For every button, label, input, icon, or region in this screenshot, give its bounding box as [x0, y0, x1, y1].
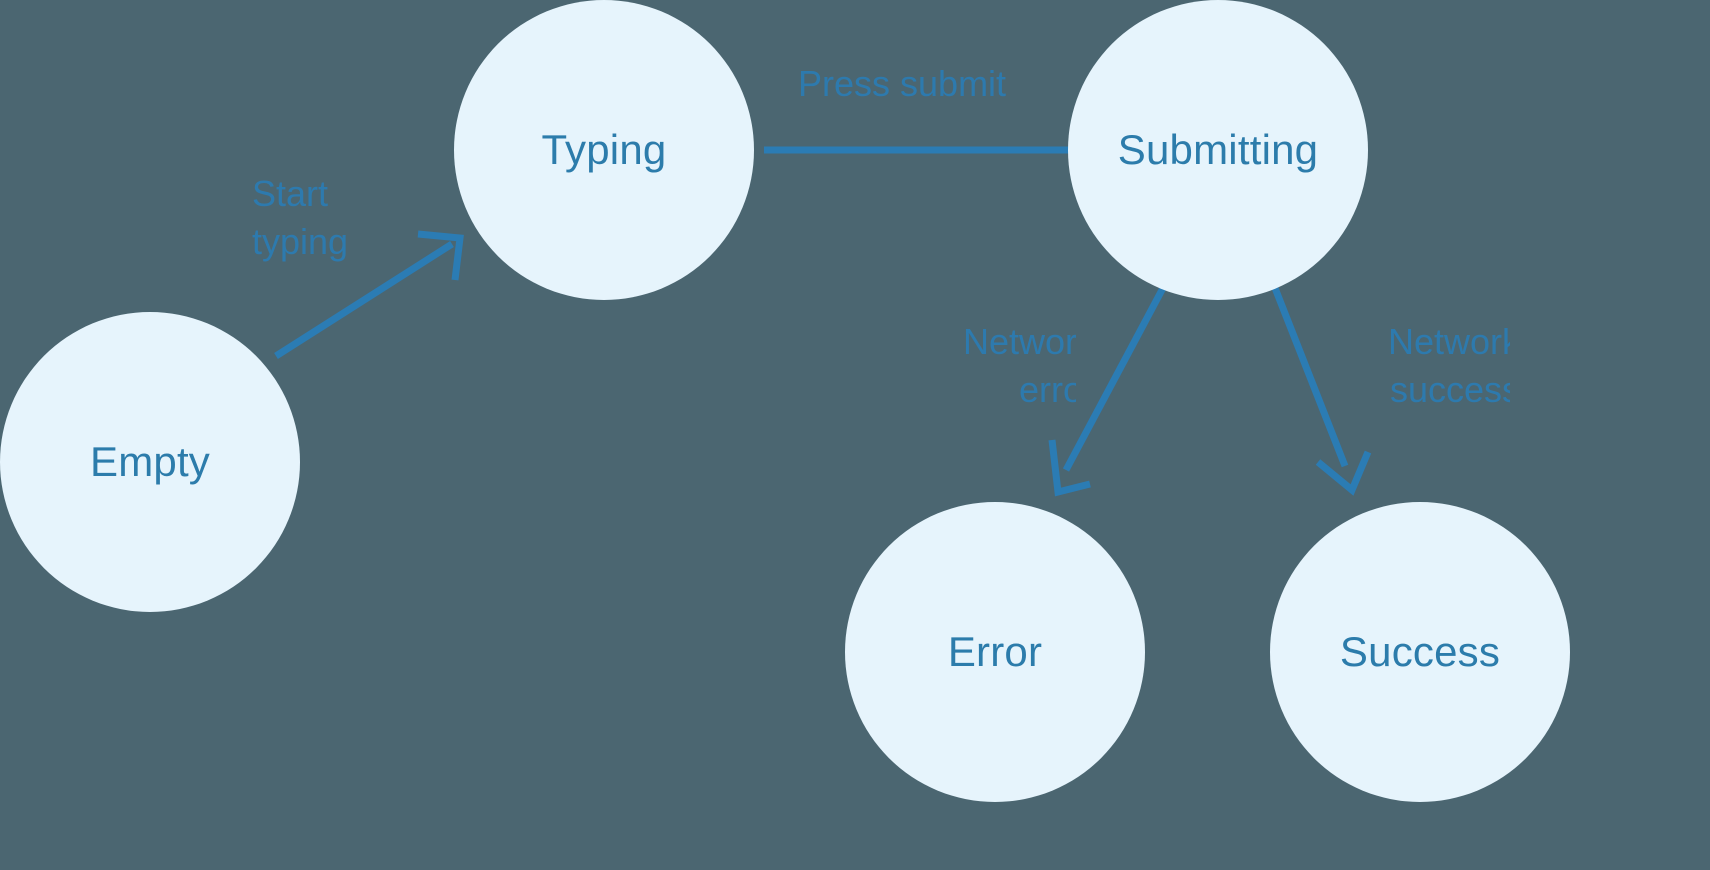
- node-typing[interactable]: Typing: [454, 0, 754, 300]
- node-typing-label: Typing: [541, 126, 667, 173]
- node-submitting-label: Submitting: [1117, 126, 1319, 173]
- edge-label-network-error-line1: Network: [962, 321, 1076, 362]
- edge-empty-to-typing: [274, 230, 464, 359]
- node-error[interactable]: Error: [845, 502, 1145, 802]
- node-empty-label: Empty: [89, 438, 211, 485]
- edge-label-network-success-line1: Network: [1387, 321, 1510, 362]
- edge-label-network-error-clip: Network error: [900, 318, 1076, 418]
- edge-submitting-to-error: [1048, 286, 1167, 497]
- edge-submitting-to-success: [1271, 286, 1372, 496]
- edge-label-network-error: Network error: [920, 318, 1076, 413]
- edge-label-network-success: Network success: [1345, 318, 1510, 413]
- node-success-label: Success: [1339, 628, 1501, 675]
- edge-label-network-success-clip: Network success: [1340, 318, 1510, 418]
- edge-label-network-error-line2: error: [1018, 368, 1076, 410]
- edge-label-network-success-line2: success: [1389, 368, 1510, 410]
- node-error-label: Error: [947, 628, 1043, 675]
- node-empty[interactable]: Empty: [0, 312, 300, 612]
- node-submitting[interactable]: Submitting: [1068, 0, 1368, 300]
- node-success[interactable]: Success: [1270, 502, 1570, 802]
